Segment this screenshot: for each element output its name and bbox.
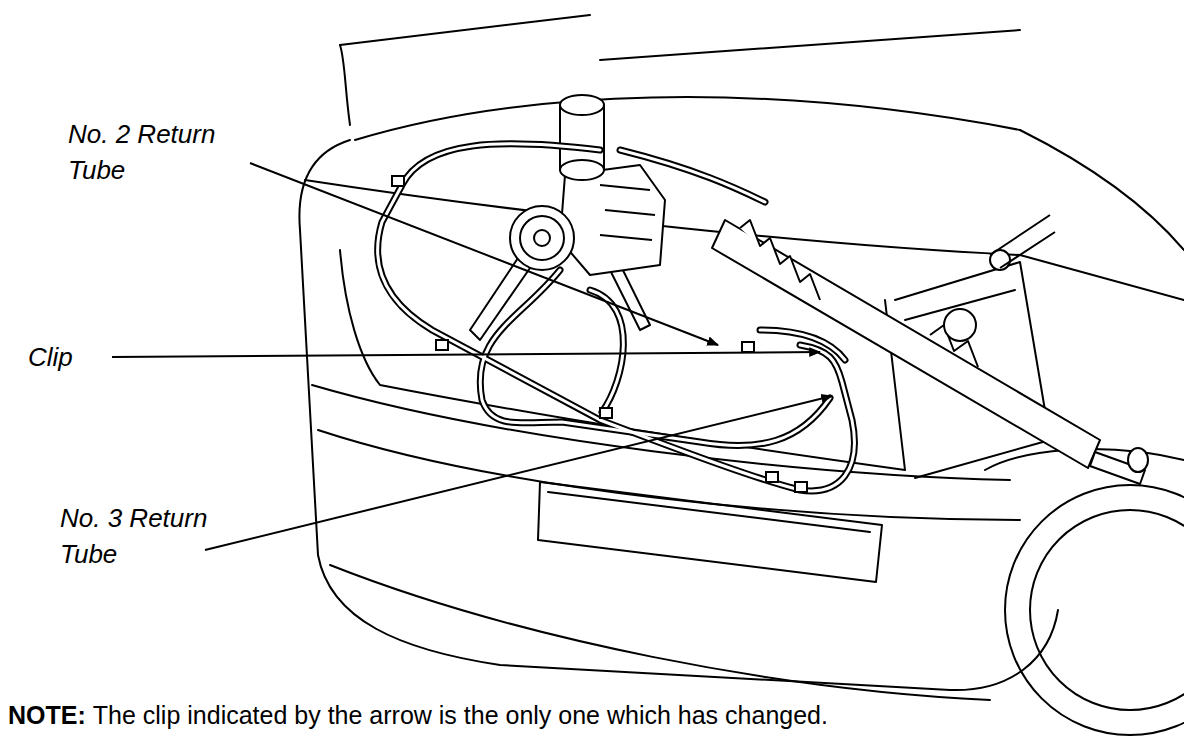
leader-lines: [112, 163, 832, 550]
note-text: The clip indicated by the arrow is the o…: [93, 701, 828, 729]
leader-line: [205, 396, 832, 550]
part-label: No. 2 Return Tube: [68, 116, 268, 188]
note-line: NOTE:The clip indicated by the arrow is …: [8, 700, 828, 730]
steering-rack: [712, 215, 1148, 484]
car-body: [299, 15, 1184, 735]
note-heading: NOTE:: [8, 701, 86, 729]
leader-line: [112, 352, 820, 357]
part-label: Clip: [28, 339, 108, 375]
return-tubes: [378, 144, 855, 492]
leader-line: [250, 163, 718, 345]
power-steering-pump: [470, 95, 665, 340]
part-label: No. 3 Return Tube: [60, 500, 260, 572]
